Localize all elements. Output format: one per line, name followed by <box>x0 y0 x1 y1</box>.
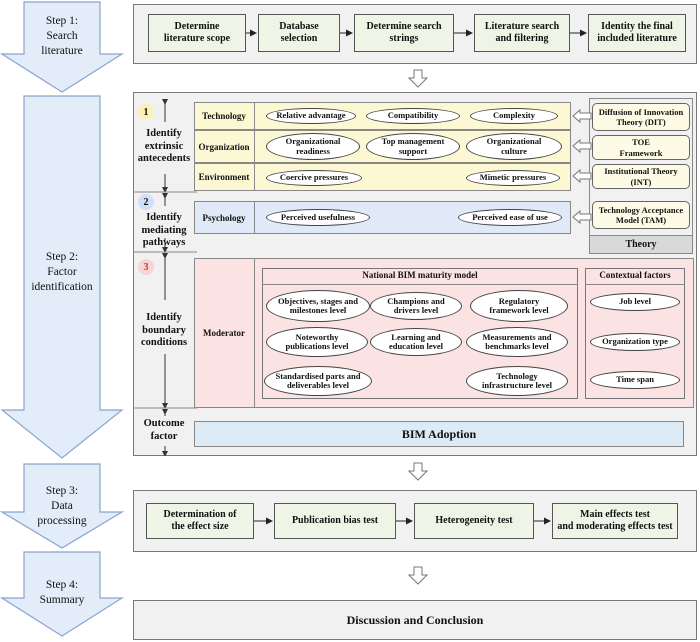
summary-box: Discussion and Conclusion <box>133 600 697 640</box>
step1-box-strings: Determine search strings <box>354 14 454 52</box>
theory-footer: Theory <box>590 235 692 253</box>
bim-adoption-box: BIM Adoption <box>194 421 684 447</box>
moderator-label: Moderator <box>194 258 255 408</box>
environment-label: Environment <box>194 163 255 191</box>
step3-box-heterogeneity: Heterogeneity test <box>414 503 534 539</box>
step3-box-effect-size: Determination of the effect size <box>146 503 254 539</box>
oval-regulatory-framework: Regulatory framework level <box>470 290 568 322</box>
oval-top-management-support: Top management support <box>366 133 460 160</box>
oval-compatibility: Compatibility <box>366 108 460 124</box>
oval-complexity: Complexity <box>470 108 558 124</box>
organization-label: Organization <box>194 130 255 163</box>
maturity-divider <box>262 284 578 285</box>
down-arrow-1 <box>408 69 428 88</box>
theory-dit: Diffusion of Innovation Theory (DIT) <box>592 103 690 131</box>
outcome-label: Outcome factor <box>143 418 185 442</box>
section2-label: Identify mediating pathways <box>141 212 187 249</box>
step3-box-main-effects: Main effects test and moderating effects… <box>552 503 678 539</box>
oval-mimetic-pressures: Mimetic pressures <box>466 170 560 186</box>
oval-measurements-benchmarks: Measurements and benchmarks level <box>466 327 568 357</box>
section3-number: 3 <box>138 259 154 275</box>
section1-label: Identify extrinsic antecedents <box>137 128 191 165</box>
oval-organization-type: Organization type <box>590 333 680 351</box>
step1-connectors <box>246 29 587 37</box>
step2-arrow <box>0 95 124 459</box>
step1-box-scope: Determine literature scope <box>148 14 246 52</box>
maturity-title: National BIM maturity model <box>362 270 478 280</box>
oval-organizational-culture: Organizational culture <box>466 133 562 160</box>
step1-arrow <box>0 1 125 93</box>
step3-box-publication-bias: Publication bias test <box>274 503 396 539</box>
section2-number: 2 <box>138 194 154 210</box>
theory-int: Institutional Theory (INT) <box>592 164 690 189</box>
oval-technology-infrastructure: Technology infrastructure level <box>466 366 568 396</box>
down-arrow-2 <box>408 462 428 481</box>
step1-box-database: Database selection <box>258 14 340 52</box>
step2-label: Step 2: Factor identification <box>31 251 93 293</box>
oval-organizational-readiness: Organizational readiness <box>266 133 360 160</box>
contextual-title: Contextual factors <box>599 270 671 280</box>
section1-number: 1 <box>138 104 154 120</box>
psychology-label: Psychology <box>194 201 255 234</box>
contextual-divider <box>585 284 685 285</box>
step3-connectors <box>254 517 551 525</box>
step1-box-search: Literature search and filtering <box>474 14 570 52</box>
theory-tam: Technology Acceptance Model (TAM) <box>592 201 690 229</box>
technology-label: Technology <box>194 102 255 130</box>
oval-champions-drivers: Champions and drivers level <box>370 292 462 320</box>
step4-arrow <box>0 551 125 637</box>
theory-arrows <box>572 108 592 225</box>
oval-objectives-stages: Objectives, stages and milestones level <box>266 290 370 322</box>
step3-label: Step 3: Data processing <box>37 485 87 527</box>
step4-label: Step 4: Summary <box>39 579 85 606</box>
step-arrows <box>0 1 125 637</box>
theory-toe: TOE Framework <box>592 135 690 160</box>
section3-label: Identify boundary conditions <box>140 312 188 349</box>
oval-coercive-pressures: Coercive pressures <box>266 170 362 186</box>
section-brackets <box>133 99 197 456</box>
step1-box-final: Identity the final included literature <box>588 14 686 52</box>
oval-perceived-usefulness: Perceived usefulness <box>266 209 370 226</box>
oval-perceived-ease-of-use: Perceived ease of use <box>458 209 562 226</box>
step3-arrow <box>0 463 125 549</box>
oval-relative-advantage: Relative advantage <box>266 108 356 124</box>
oval-learning-education: Learning and education level <box>370 328 462 356</box>
oval-job-level: Job level <box>590 293 680 311</box>
oval-time-span: Time span <box>590 371 680 389</box>
oval-standardised-parts: Standardised parts and deliverables leve… <box>264 366 372 396</box>
step1-label: Step 1: Search literature <box>41 15 83 57</box>
down-arrow-3 <box>408 566 428 585</box>
oval-noteworthy-publications: Noteworthy publications level <box>266 327 368 357</box>
